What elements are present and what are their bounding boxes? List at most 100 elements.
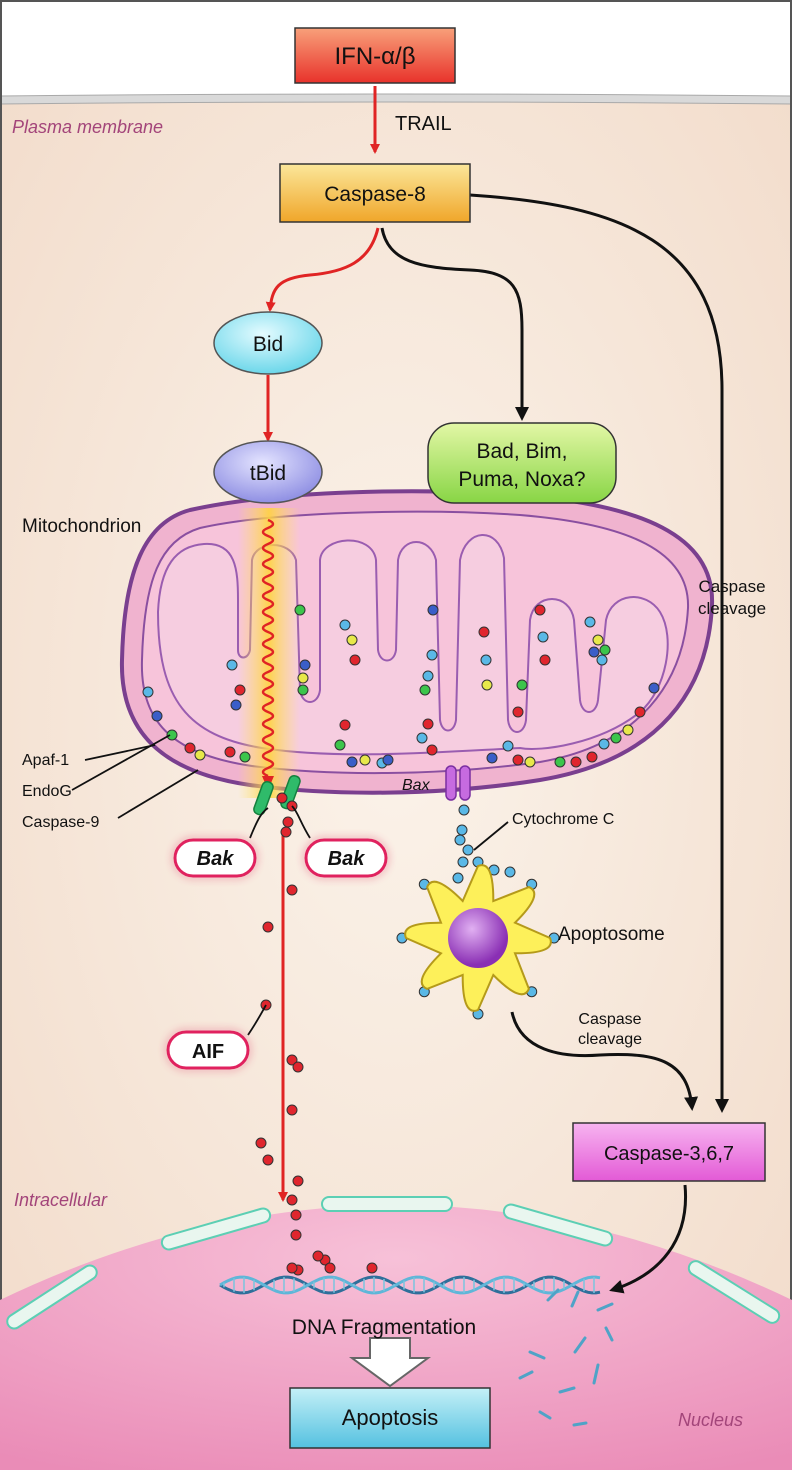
- mitochondrial-protein-dot: [294, 604, 306, 616]
- aif-protein-dot: [286, 884, 298, 896]
- mitochondrial-protein-dot: [554, 756, 566, 768]
- cytochrome-c-dot: [456, 824, 468, 836]
- dna-fragment: [592, 1363, 600, 1385]
- mitochondrial-protein-dot: [634, 706, 646, 718]
- mitochondrial-protein-dot: [422, 670, 434, 682]
- mitochondrial-protein-dot: [346, 634, 358, 646]
- aif-protein-dot: [366, 1262, 378, 1274]
- mitochondrial-protein-dot: [297, 672, 309, 684]
- mitochondrial-protein-dot: [480, 654, 492, 666]
- nuclear-envelope: [6, 1196, 781, 1330]
- aif-protein-dot: [312, 1250, 324, 1262]
- aif-label: AIF: [192, 1041, 224, 1063]
- apoptosome-to-caspase367-arrow: [510, 1011, 699, 1111]
- trail-label: TRAIL: [395, 113, 452, 135]
- mitochondrial-protein-dot: [516, 679, 528, 691]
- cytochrome-c-dot: [452, 872, 464, 884]
- aif-protein-dot: [292, 1175, 304, 1187]
- aif-protein-dot: [324, 1262, 336, 1274]
- bax-channel-right: [459, 765, 471, 801]
- caspase-cleavage-mid-line1: Caspase: [578, 1011, 641, 1028]
- bak-channel-left: [253, 780, 274, 816]
- mitochondrial-protein-dot: [334, 739, 346, 751]
- caspase8-box: [279, 163, 471, 223]
- caspase367-box: [572, 1122, 766, 1182]
- nuclear-pore-segment: [502, 1203, 614, 1247]
- bak-left-leader: [249, 807, 269, 839]
- mitochondrial-protein-dot: [622, 724, 634, 736]
- bax-channels: [445, 765, 471, 801]
- leader-lines: [71, 734, 509, 1036]
- aif-protein-dot: [262, 1154, 274, 1166]
- dna-fragment: [570, 1290, 580, 1308]
- mitochondrial-protein-dot: [299, 659, 311, 671]
- dna-fragment: [546, 1288, 560, 1302]
- mitochondrial-protein-dot: [184, 742, 196, 754]
- mitochondrial-protein-dot: [230, 699, 242, 711]
- nuclear-pore-segment: [687, 1260, 781, 1324]
- cytochrome-c-dot: [462, 844, 474, 856]
- caspase9-leader: [117, 769, 199, 819]
- mitochondrial-protein-dot: [537, 631, 549, 643]
- mitochondrial-protein-dot: [596, 654, 608, 666]
- mitochondrial-protein-dot: [349, 654, 361, 666]
- mitochondrion: [119, 489, 715, 798]
- bcl2-proteins-label-line1: Bad, Bim,: [476, 440, 567, 463]
- tbid-insertion-helix: [261, 518, 275, 778]
- mitochondrial-protein-dot: [539, 654, 551, 666]
- mitochondrial-protein-dot: [142, 686, 154, 698]
- mitochondrial-protein-dot: [382, 754, 394, 766]
- apoptosome-core: [448, 908, 508, 968]
- mitochondrial-protein-dot: [194, 749, 206, 761]
- mitochondrial-protein-dot: [422, 718, 434, 730]
- intracellular-label: Intracellular: [14, 1190, 108, 1210]
- aif-protein-dot: [280, 826, 292, 838]
- mitochondrial-protein-dot: [512, 754, 524, 766]
- aif-node: AIF: [166, 1030, 250, 1070]
- caspase8-label: Caspase-8: [324, 183, 426, 206]
- mitochondrial-protein-dot: [226, 659, 238, 671]
- endog-label: EndoG: [22, 783, 72, 800]
- mitochondrial-protein-dot: [534, 604, 546, 616]
- aif-protein-dot: [286, 1054, 298, 1066]
- aif-leader: [247, 1004, 267, 1036]
- apoptosis-node: Apoptosis: [289, 1387, 491, 1449]
- bak-left-node: Bak: [173, 838, 257, 878]
- mitochondrial-protein-dot: [297, 684, 309, 696]
- mitochondrial-protein-dot: [339, 719, 351, 731]
- mitochondrial-protein-dot: [588, 646, 600, 658]
- bcl2-proteins-node: Bad, Bim, Puma, Noxa?: [427, 422, 617, 504]
- nuclear-pore-segment: [6, 1264, 98, 1330]
- aif-protein-dot: [255, 1137, 267, 1149]
- mitochondrial-protein-dot: [346, 756, 358, 768]
- mitochondrial-protein-dot: [524, 756, 536, 768]
- caspase367-node: Caspase-3,6,7: [572, 1122, 766, 1182]
- dna-fragments: [518, 1288, 614, 1427]
- plasma-membrane: [0, 93, 792, 105]
- ifn-box: [294, 27, 456, 84]
- bid-node: Bid: [213, 311, 323, 375]
- aif-protein-dot: [276, 792, 288, 804]
- caspase9-label: Caspase-9: [22, 814, 99, 831]
- bak-right-leader: [291, 805, 311, 839]
- cytochrome-leader: [473, 821, 509, 851]
- tbid-node: tBid: [213, 440, 323, 504]
- dna-fragment: [573, 1336, 587, 1354]
- mitochondrial-protein-dot: [584, 616, 596, 628]
- apaf1-leader: [84, 744, 156, 761]
- apoptosis-box: [289, 1387, 491, 1449]
- dna-fragment: [596, 1302, 614, 1312]
- cytochrome-c-dot: [454, 834, 466, 846]
- mitochondrial-protein-dot: [512, 706, 524, 718]
- dna-fragment: [528, 1350, 546, 1360]
- nucleus-label: Nucleus: [678, 1410, 743, 1430]
- mitochondrial-protein-dot: [610, 732, 622, 744]
- aif-protein-dot: [290, 1229, 302, 1241]
- cytochrome-c-label: Cytochrome C: [512, 811, 614, 828]
- bax-channel-left: [445, 765, 457, 801]
- mitochondrial-protein-dot: [481, 679, 493, 691]
- mitochondrial-protein-dot: [426, 649, 438, 661]
- cytochrome-c-dot: [457, 856, 469, 868]
- plasma-membrane-label: Plasma membrane: [12, 117, 163, 137]
- caspase8-to-caspase367-arrow: [469, 193, 729, 1113]
